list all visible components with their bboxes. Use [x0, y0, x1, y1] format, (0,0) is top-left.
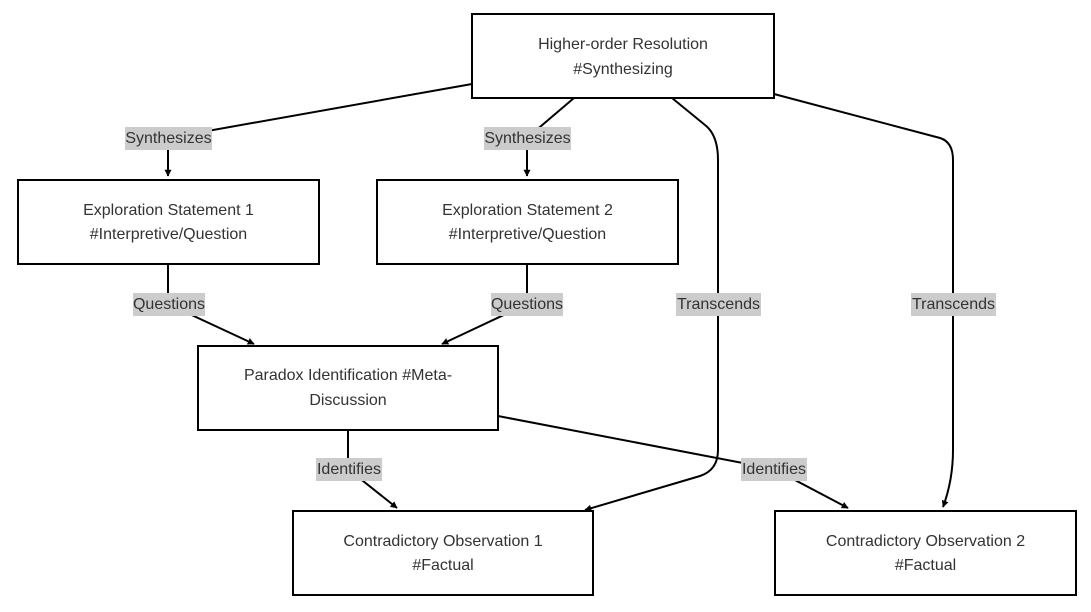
edge-labels: Synthesizes Synthesizes Questions Questi…: [125, 127, 996, 481]
edge-label-synthesizes-2-text: Synthesizes: [484, 130, 570, 147]
edge-label-transcends-1-text: Transcends: [677, 296, 760, 313]
node-exploration-statement-1-line1: Exploration Statement 1: [83, 202, 254, 219]
node-contradictory-observation-2-line2: #Factual: [895, 557, 956, 574]
nodes: Higher-order Resolution #Synthesizing Ex…: [17, 13, 1077, 596]
node-exploration-statement-1: Exploration Statement 1 #Interpretive/Qu…: [17, 179, 320, 265]
node-contradictory-observation-1-line2: #Factual: [412, 557, 473, 574]
edge-label-identifies-1: Identifies: [316, 458, 382, 481]
node-paradox-identification-line2: Discussion: [309, 392, 386, 409]
node-exploration-statement-2-line2: #Interpretive/Question: [449, 226, 606, 243]
node-contradictory-observation-2-line1: Contradictory Observation 2: [826, 533, 1025, 550]
node-paradox-identification: Paradox Identification #Meta- Discussion: [197, 345, 499, 431]
node-higher-order-resolution-line1: Higher-order Resolution: [538, 36, 708, 53]
node-contradictory-observation-2: Contradictory Observation 2 #Factual: [774, 510, 1077, 596]
edge-label-identifies-2-text: Identifies: [742, 461, 806, 478]
edge-label-questions-1-text: Questions: [133, 296, 205, 313]
edge-label-synthesizes-1-text: Synthesizes: [125, 130, 211, 147]
edge-label-questions-1: Questions: [133, 293, 205, 316]
edge-label-questions-2-text: Questions: [491, 296, 563, 313]
node-exploration-statement-1-line2: #Interpretive/Question: [90, 226, 247, 243]
edge-resolution-to-exploration1: [164, 83, 473, 177]
edge-label-transcends-2-text: Transcends: [912, 296, 995, 313]
edge-label-questions-2: Questions: [491, 293, 563, 316]
node-exploration-statement-2-line1: Exploration Statement 2: [442, 202, 613, 219]
node-higher-order-resolution-line2: #Synthesizing: [573, 61, 673, 78]
edge-label-identifies-2: Identifies: [741, 458, 807, 481]
node-paradox-identification-line1: Paradox Identification #Meta-: [244, 367, 452, 384]
node-exploration-statement-2: Exploration Statement 2 #Interpretive/Qu…: [376, 179, 679, 265]
edge-label-identifies-1-text: Identifies: [317, 461, 381, 478]
edge-label-transcends-2: Transcends: [911, 293, 996, 316]
edge-label-transcends-1: Transcends: [676, 293, 761, 316]
edge-label-synthesizes-2: Synthesizes: [484, 127, 571, 150]
node-contradictory-observation-1: Contradictory Observation 1 #Factual: [292, 510, 594, 596]
node-higher-order-resolution: Higher-order Resolution #Synthesizing: [471, 13, 775, 99]
edge-resolution-to-observation2: [773, 93, 954, 508]
node-contradictory-observation-1-line1: Contradictory Observation 1: [343, 533, 542, 550]
edge-label-synthesizes-1: Synthesizes: [125, 127, 212, 150]
